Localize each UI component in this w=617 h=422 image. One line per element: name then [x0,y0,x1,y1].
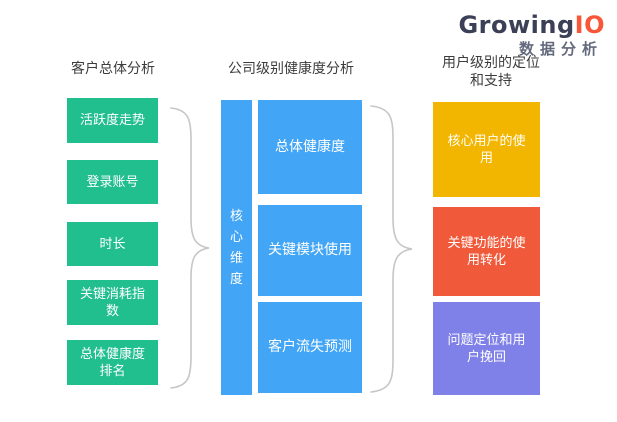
brace-left [170,107,210,389]
core-dimension-bar: 核心维度 [221,100,252,395]
metric-box-key-consumption: 关键消耗指数 [67,280,158,325]
action-box-issue-location-winback: 问题定位和用户挽回 [433,302,540,395]
header-line-1: 用户级别的定位 [442,55,540,71]
column-header-user-level-support: 用户级别的定位 和支持 [428,54,554,90]
metric-box-activity-trend: 活跃度走势 [67,98,158,143]
health-box-key-module-usage: 关键模块使用 [258,205,362,296]
logo-text-growing: Growing [458,11,575,39]
column-header-company-health-analysis: 公司级别健康度分析 [228,61,354,77]
growingio-logo: GrowingIO 数据分析 [458,12,605,58]
action-box-core-user-usage: 核心用户的使用 [433,102,540,197]
brace-right [370,105,413,393]
core-dimension-label: 核心维度 [229,208,243,287]
logo-subtitle: 数据分析 [518,40,603,59]
header-line-2: 和支持 [470,73,512,89]
metric-box-duration: 时长 [67,222,158,266]
metric-box-overall-health-rank: 总体健康度排名 [67,340,158,385]
logo-text-io: IO [574,11,605,39]
growingio-wordmark: GrowingIO [458,12,605,38]
action-box-key-feature-conversion: 关键功能的使用转化 [433,207,540,296]
column-header-customer-overall-analysis: 客户总体分析 [71,61,155,77]
metric-box-login-accounts: 登录账号 [67,160,158,204]
health-box-overall-health: 总体健康度 [258,100,362,194]
health-box-churn-prediction: 客户流失预测 [258,302,362,393]
